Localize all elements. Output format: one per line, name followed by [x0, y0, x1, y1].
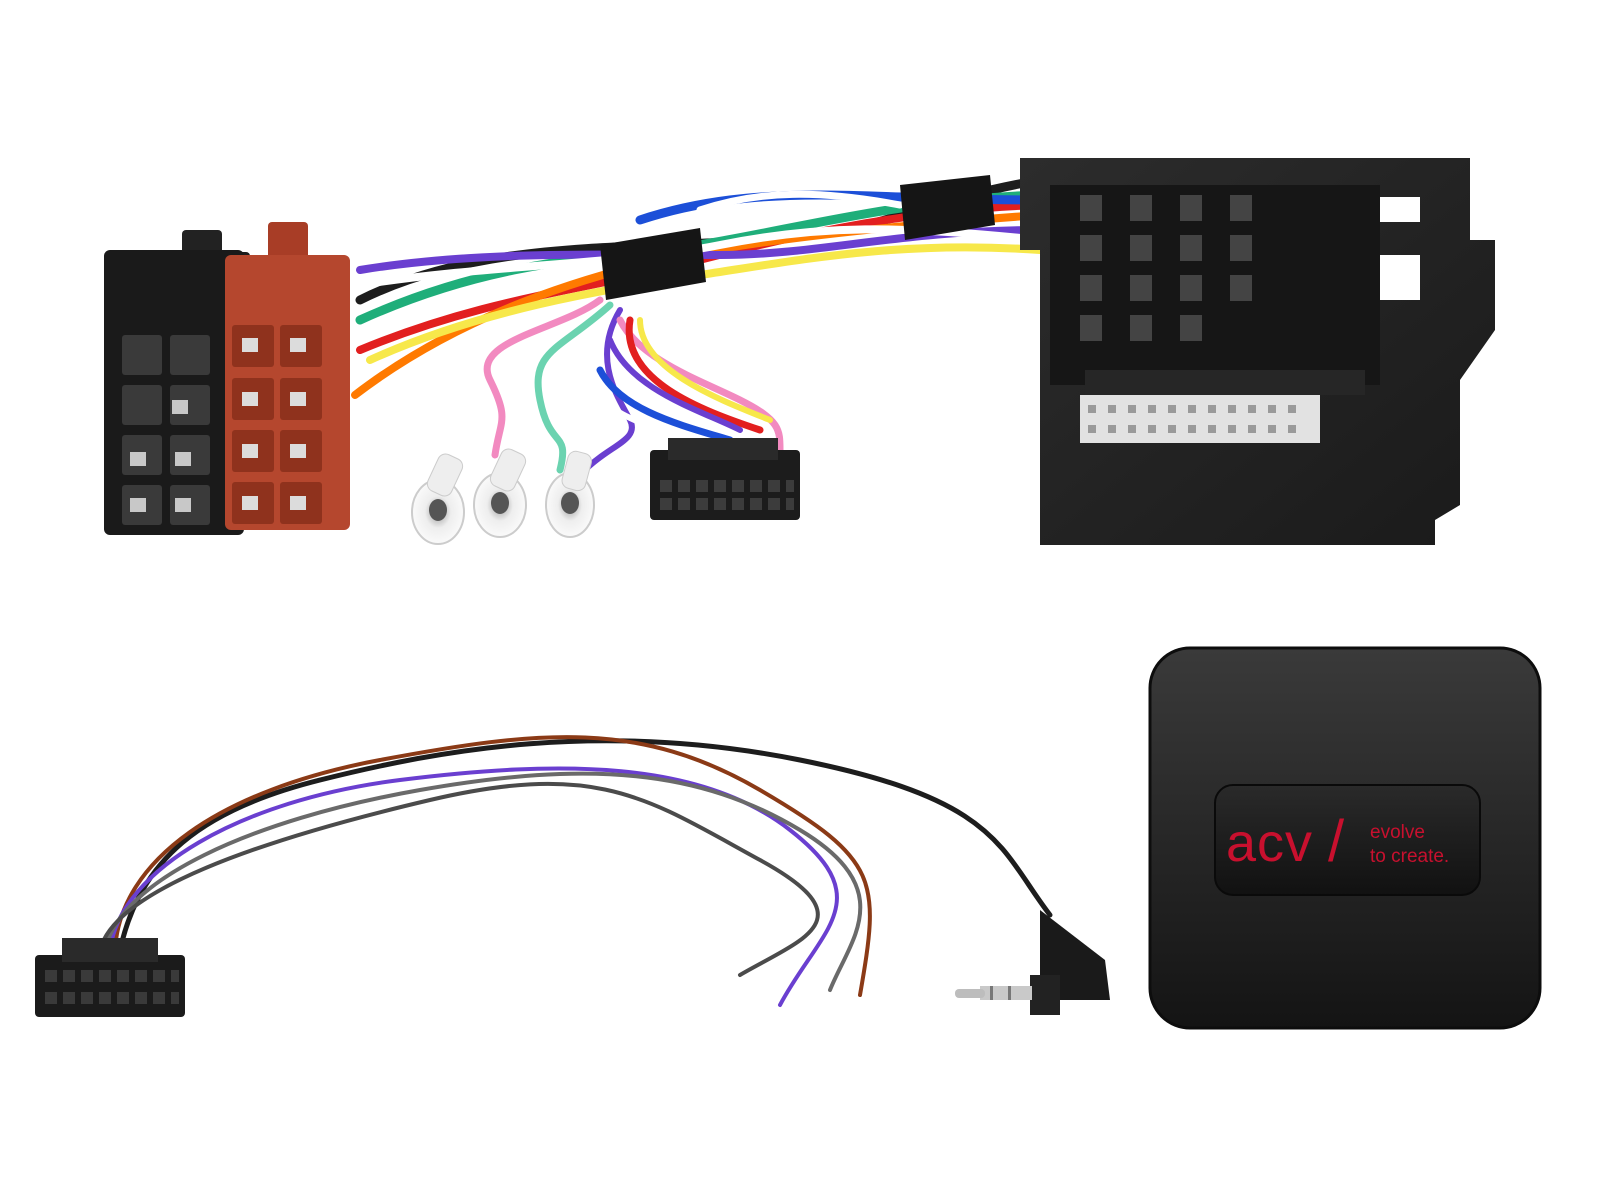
steering-lead-wires: [98, 735, 1053, 1007]
interface-box-icon: [1148, 646, 1542, 1030]
iso-red-connector-icon: [225, 222, 350, 530]
slogan-line-2: to create.: [1370, 846, 1450, 867]
harness-wires: [351, 175, 1045, 474]
brand-slash: /: [1328, 809, 1345, 874]
jack-plug-icon: [955, 910, 1110, 1015]
iso-black-connector-icon: [104, 230, 250, 535]
acv-logo: acv / evolve to create.: [1218, 800, 1478, 890]
slogan-line-1: evolve: [1370, 822, 1425, 843]
16-pin-connector-icon: [650, 438, 800, 520]
ring-terminal-icon: [411, 448, 595, 545]
bottom-16-pin-connector-icon: [35, 938, 185, 1017]
quadlock-connector-icon: [1020, 158, 1495, 545]
brand-name: acv: [1226, 813, 1314, 873]
